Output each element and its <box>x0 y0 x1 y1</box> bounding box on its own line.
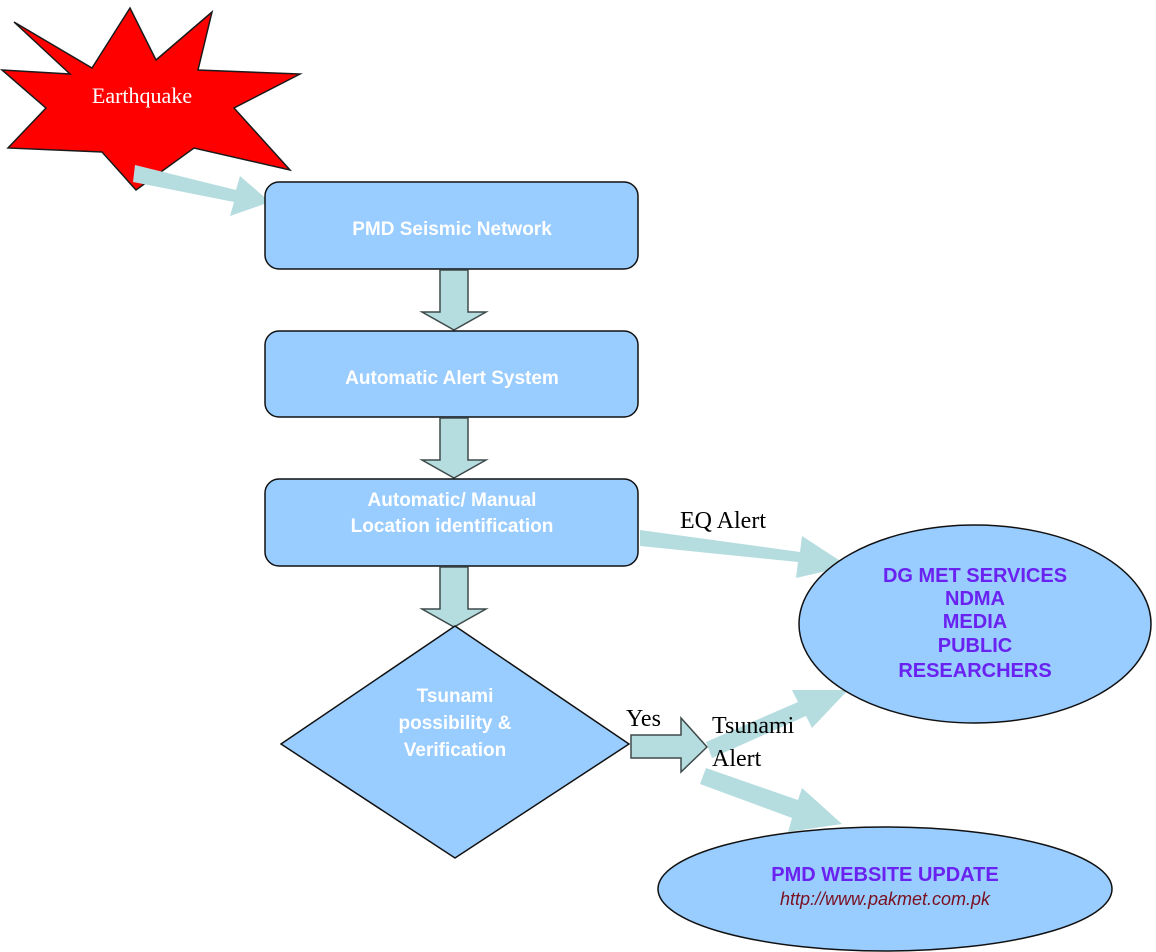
arrow-eq-alert-to-recipients <box>640 530 848 578</box>
eq-alert-label: EQ Alert <box>680 508 766 534</box>
recipients-node: DG MET SERVICES NDMA MEDIA PUBLIC RESEAR… <box>798 524 1152 724</box>
arrow-network-to-alert-system <box>419 269 489 331</box>
step-automatic-alert-system: Automatic Alert System <box>264 330 639 418</box>
step-label-line-2: Location identification <box>351 516 554 537</box>
decision-diamond <box>279 625 631 859</box>
step-label: Automatic Alert System <box>345 368 559 389</box>
arrow-yes <box>630 716 709 774</box>
arrow-tsunami-alert-to-website <box>700 768 842 832</box>
recipient-researchers: RESEARCHERS <box>898 660 1051 682</box>
recipients-ellipse <box>798 524 1152 724</box>
arrow-tsunami-alert-to-recipients <box>706 690 848 758</box>
earthquake-node: Earthquake <box>0 6 303 192</box>
arrow-alert-system-to-location <box>419 417 489 479</box>
step-box <box>264 478 639 567</box>
step-location-identification: Automatic/ Manual Location identificatio… <box>264 478 639 567</box>
earthquake-label: Earthquake <box>92 83 192 108</box>
decision-label-line-3: Verification <box>404 740 506 761</box>
decision-tsunami-verification: Tsunami possibility & Verification <box>279 625 631 859</box>
website-update-node: PMD WEBSITE UPDATE http://www.pakmet.com… <box>657 826 1113 952</box>
step-pmd-seismic-network: PMD Seismic Network <box>264 181 639 270</box>
earthquake-starburst-shape <box>0 6 303 192</box>
step-label-line-1: Automatic/ Manual <box>368 490 537 511</box>
website-url: http://www.pakmet.com.pk <box>780 889 991 909</box>
recipient-dg-met-services: DG MET SERVICES <box>883 565 1067 587</box>
decision-label-line-2: possibility & <box>399 713 512 734</box>
arrow-earthquake-to-network <box>133 165 270 216</box>
recipient-media: MEDIA <box>943 611 1007 633</box>
step-box <box>264 330 639 418</box>
tsunami-alert-label-line-2: Alert <box>712 746 762 772</box>
decision-label-line-1: Tsunami <box>417 686 494 707</box>
website-title: PMD WEBSITE UPDATE <box>771 864 998 886</box>
recipient-ndma: NDMA <box>945 588 1005 610</box>
website-ellipse <box>657 826 1113 952</box>
arrow-location-to-decision <box>419 566 489 628</box>
recipient-public: PUBLIC <box>938 635 1012 657</box>
step-label: PMD Seismic Network <box>352 219 552 240</box>
tsunami-alert-label-line-1: Tsunami <box>712 713 795 739</box>
yes-label: Yes <box>626 706 661 732</box>
step-box <box>264 181 639 270</box>
